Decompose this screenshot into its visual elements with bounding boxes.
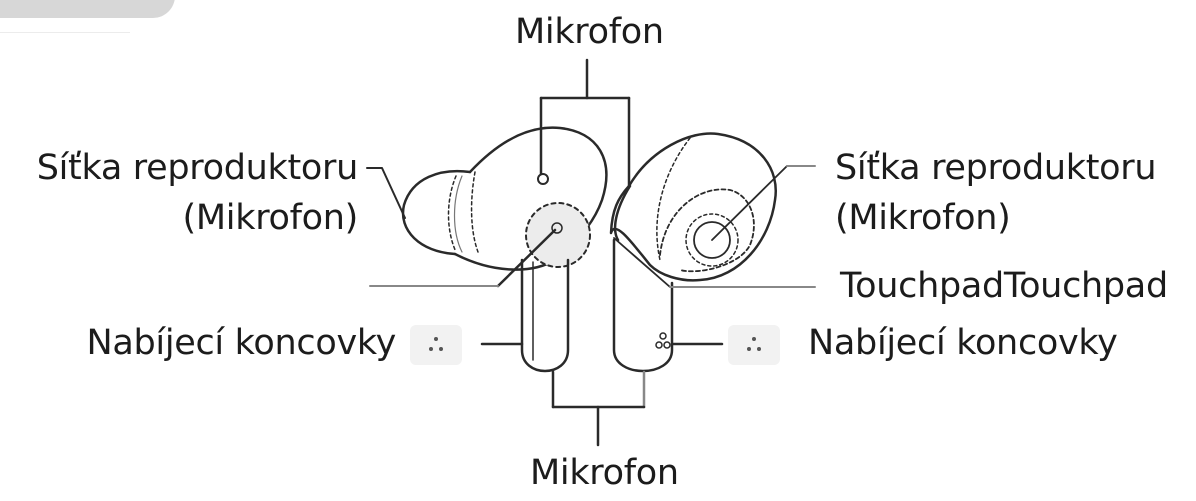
top-mic-bracket	[539, 58, 631, 188]
left-earbud	[366, 126, 608, 373]
charging-pins-icon-right	[728, 325, 780, 365]
label-left-charging: Nabíjecí koncovky	[86, 323, 396, 363]
label-left-speaker-line1: Síťka reproduktoru	[36, 148, 359, 188]
label-right-speaker-line2: (Mikrofon)	[835, 198, 1011, 238]
bottom-mic-bracket	[551, 370, 646, 447]
label-right-charging: Nabíjecí koncovky	[808, 323, 1118, 363]
label-left-speaker-line2: (Mikrofon)	[182, 198, 359, 238]
tab-divider	[0, 32, 130, 33]
label-right-speaker-line1: Síťka reproduktoru	[835, 148, 1157, 188]
label-touchpad: TouchpadTouchpad	[840, 266, 1168, 306]
section-tab	[0, 0, 175, 18]
right-earbud	[609, 132, 816, 373]
label-bottom-mic: Mikrofon	[530, 453, 679, 493]
charging-pins-icon-left	[410, 325, 462, 365]
label-top-mic: Mikrofon	[515, 12, 664, 52]
